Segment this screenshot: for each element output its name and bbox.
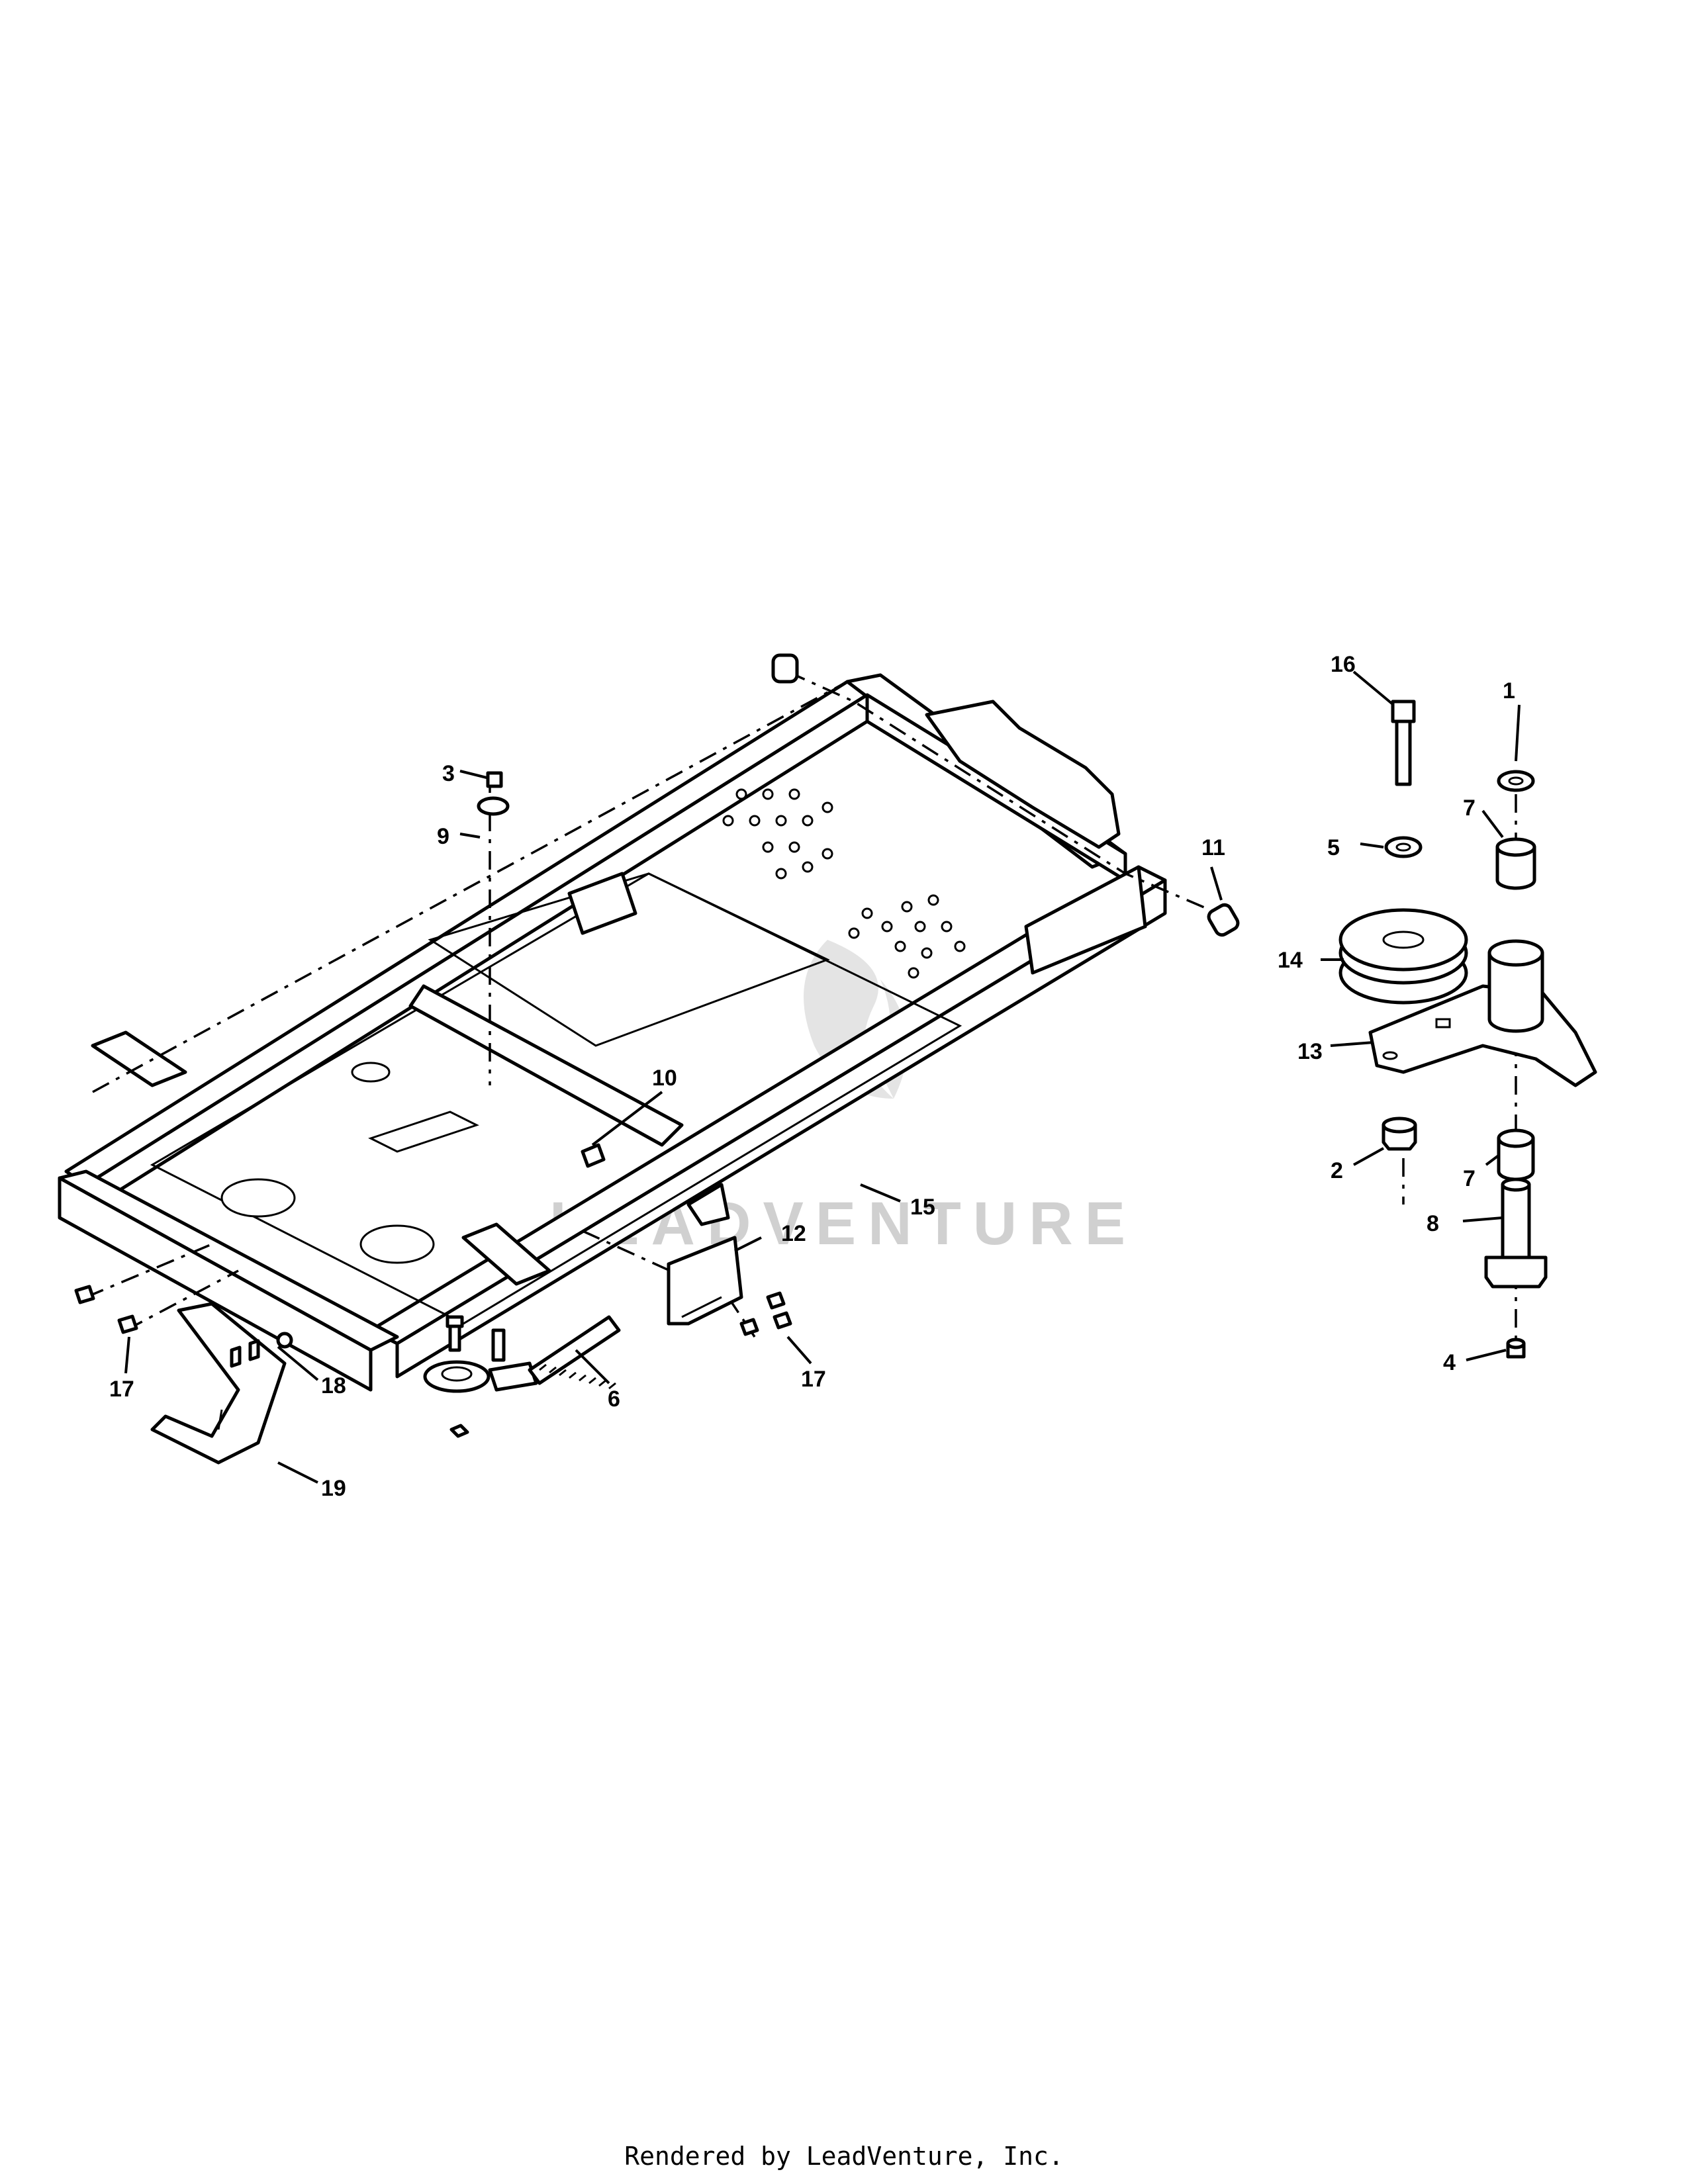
callout-1: 1 <box>1503 678 1515 704</box>
callout-16: 16 <box>1331 652 1356 677</box>
callout-17-right: 17 <box>801 1367 826 1392</box>
callout-19: 19 <box>321 1476 346 1501</box>
callout-10: 10 <box>652 1066 677 1091</box>
callout-6: 6 <box>608 1387 620 1412</box>
bolts-17-left <box>74 1285 293 1349</box>
bolts-17-right <box>739 1291 792 1336</box>
callout-5: 5 <box>1327 835 1340 860</box>
hole-pattern-lower <box>848 894 966 979</box>
callout-7-lower: 7 <box>1463 1166 1476 1191</box>
callout-8: 8 <box>1427 1211 1439 1236</box>
frame-assembly <box>58 673 1167 1392</box>
pulley-bracket-assembly <box>1338 700 1597 1359</box>
frame-fasteners <box>477 653 1240 1168</box>
callout-12: 12 <box>781 1221 806 1246</box>
callout-7-upper: 7 <box>1463 796 1476 821</box>
leader-lines <box>124 670 1521 1484</box>
callout-14: 14 <box>1278 948 1303 973</box>
callout-13: 13 <box>1297 1039 1323 1064</box>
callout-15: 15 <box>910 1195 935 1220</box>
idler-pulley-spring-6 <box>423 1315 621 1438</box>
callout-18: 18 <box>321 1373 346 1398</box>
render-credit: Rendered by LeadVenture, Inc. <box>624 2142 1064 2171</box>
callout-3: 3 <box>442 761 455 786</box>
callouts: 1 2 3 4 5 6 7 7 8 9 10 11 12 13 14 15 16… <box>109 652 1515 1501</box>
callout-9: 9 <box>437 824 449 849</box>
hole-pattern-upper <box>722 788 833 880</box>
callout-17-left: 17 <box>109 1377 134 1402</box>
callout-11: 11 <box>1201 835 1225 860</box>
skid-plate-19 <box>150 1302 287 1465</box>
bracket-12 <box>667 1236 743 1326</box>
callout-4: 4 <box>1443 1350 1456 1375</box>
callout-2: 2 <box>1331 1158 1343 1183</box>
